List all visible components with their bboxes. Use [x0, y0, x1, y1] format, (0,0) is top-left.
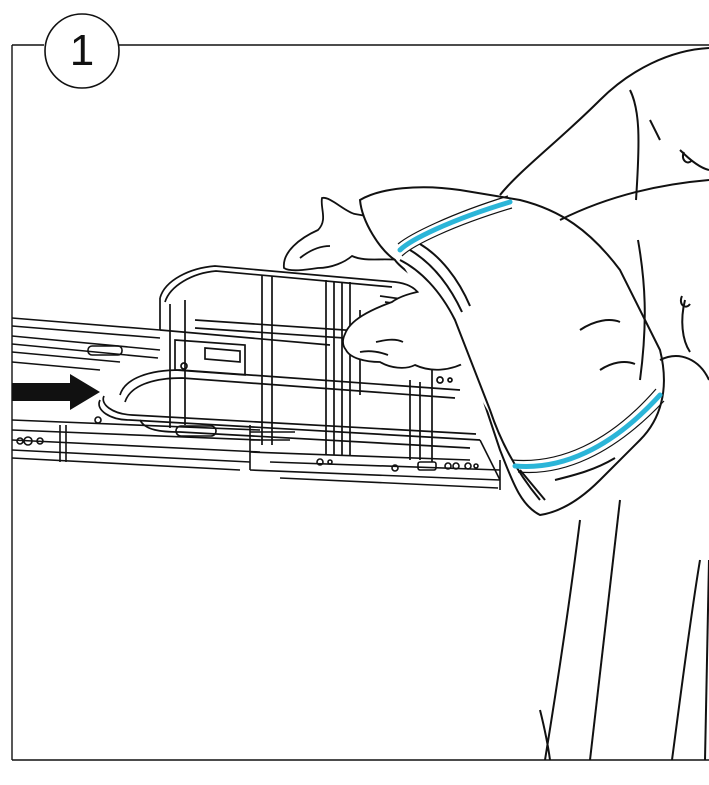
step-badge: [45, 14, 119, 88]
push-arrow-icon: [12, 374, 100, 410]
coat-buttons: [681, 152, 692, 307]
